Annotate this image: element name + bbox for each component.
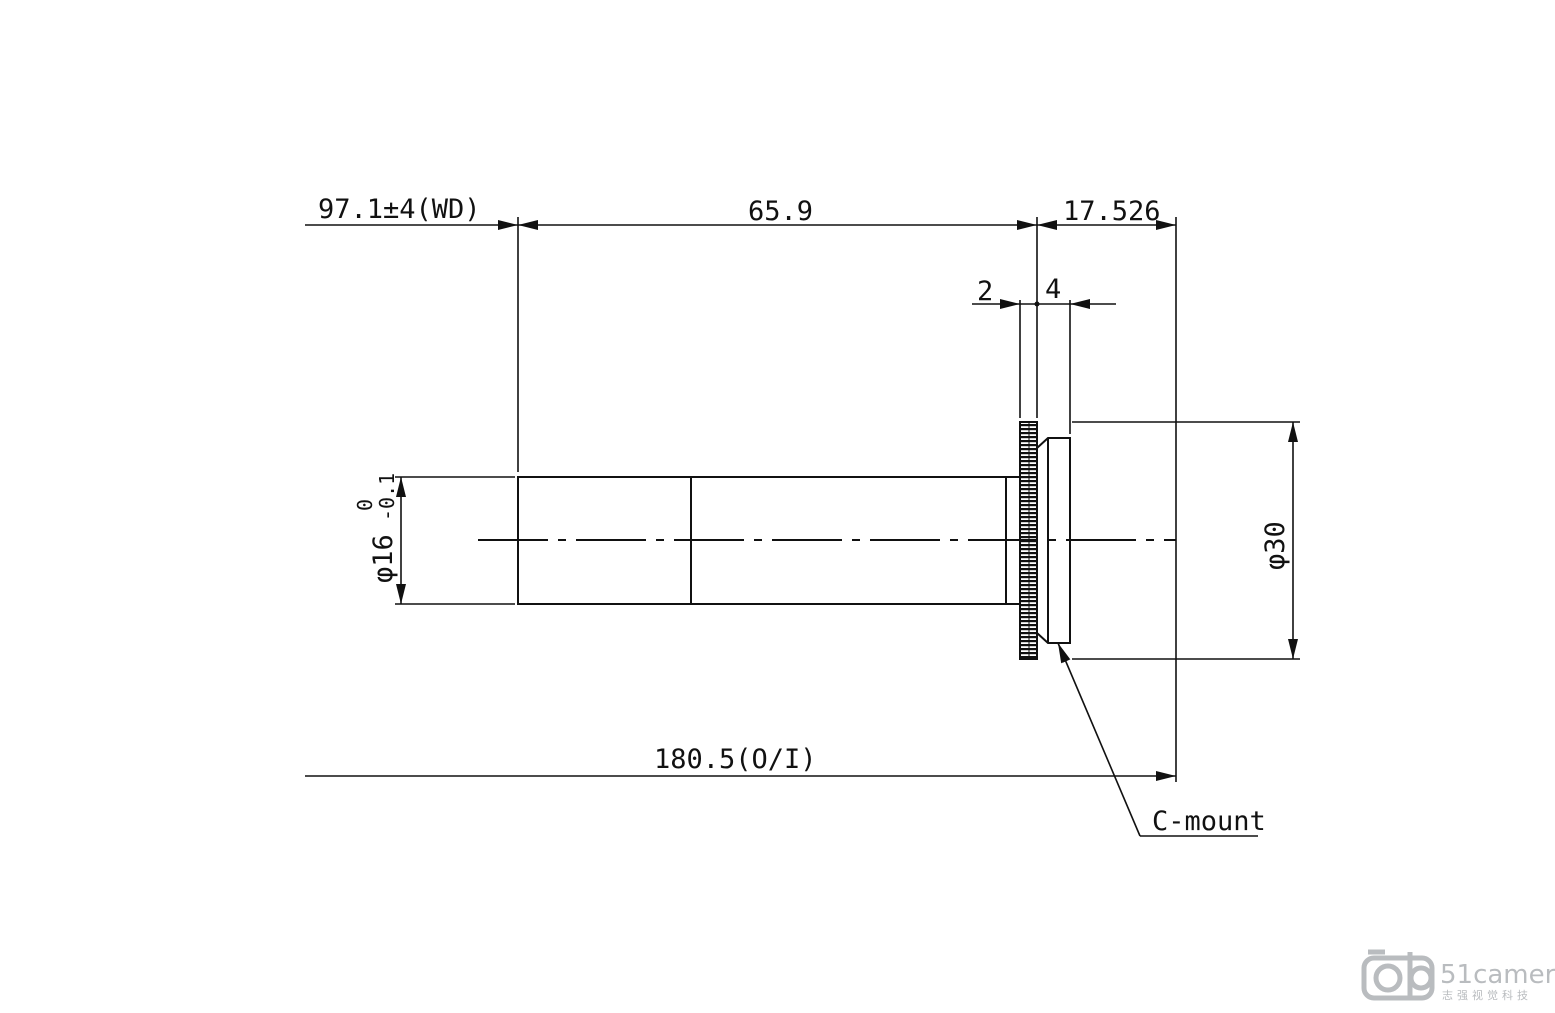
watermark-brand: 51camera bbox=[1440, 960, 1555, 990]
flange-length-label: 17.526 bbox=[1063, 196, 1161, 227]
wd-label: 97.1±4(WD) bbox=[318, 194, 481, 225]
watermark-subtitle: 志强视觉科技 bbox=[1442, 988, 1532, 1002]
tube-diameter-tol-lower: -0.1 bbox=[375, 473, 399, 521]
c-mount-label: C-mount bbox=[1152, 806, 1266, 837]
tube-diameter-tol-upper: 0 bbox=[353, 499, 377, 511]
camera-logo-icon bbox=[1361, 949, 1435, 1001]
watermark: 51camera 志强视觉科技 bbox=[1361, 949, 1555, 1002]
extension-lines bbox=[395, 217, 1300, 782]
total-length-label: 180.5(O/I) bbox=[654, 744, 817, 775]
thread-width-label: 4 bbox=[1045, 274, 1061, 305]
mount-diameter-label: φ30 bbox=[1260, 521, 1291, 570]
tube-length-label: 65.9 bbox=[748, 196, 813, 227]
tube-diameter-label: φ16 bbox=[368, 534, 399, 583]
c-mount-leader-line bbox=[1057, 642, 1141, 837]
ring-width-label: 2 bbox=[977, 276, 993, 307]
dimension-lines bbox=[305, 220, 1298, 837]
